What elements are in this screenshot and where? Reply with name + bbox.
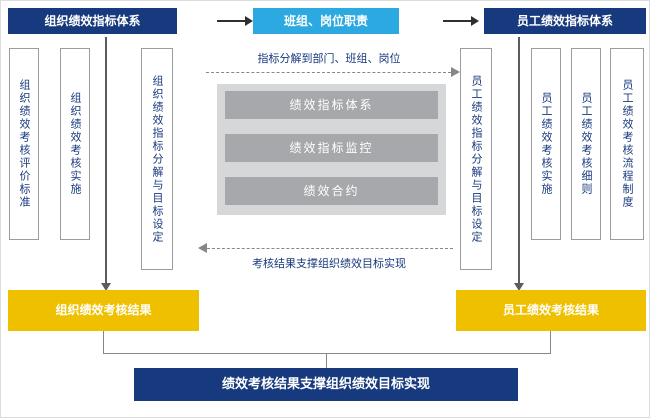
support-arrow-label: 考核结果支撑组织绩效目标实现 (252, 257, 406, 270)
arrow-org-down-line (105, 37, 107, 283)
emp-assessment-impl-box: 员工绩效考核实施 (531, 48, 561, 240)
org-eval-standard-box: 组织绩效考核评价标准 (9, 48, 39, 240)
arrow-emp-down-line (518, 37, 520, 283)
arrow-org-to-team-line (217, 20, 245, 22)
emp-indicator-decompose-box: 员工绩效指标分解与目标设定 (460, 48, 492, 270)
final-goal-box: 绩效考核结果支撑组织绩效目标实现 (134, 368, 518, 401)
kpi-system-bar: 绩效指标体系 (225, 91, 438, 119)
arrow-org-to-team-head-icon (245, 16, 253, 26)
org-assessment-result-box: 组织绩效考核结果 (8, 290, 199, 331)
connector-center-vertical (326, 353, 327, 368)
decompose-arrow-head-icon (451, 67, 460, 77)
emp-assessment-rules-box: 员工绩效考核细则 (571, 48, 601, 240)
decompose-dashed-line (206, 72, 451, 73)
org-assessment-impl-box: 组织绩效考核实施 (60, 48, 90, 240)
support-dashed-line (207, 248, 453, 249)
connector-right-vertical (550, 331, 551, 353)
emp-indicator-system-box: 员工绩效指标体系 (484, 8, 646, 34)
kpi-monitor-bar: 绩效指标监控 (225, 134, 438, 162)
decompose-arrow-label: 指标分解到部门、班组、岗位 (257, 52, 401, 65)
connector-horizontal (103, 353, 551, 354)
arrow-org-down-head-icon (101, 283, 111, 291)
arrow-team-to-emp-line (443, 20, 471, 22)
arrow-team-to-emp-head-icon (471, 16, 479, 26)
support-arrow-head-icon (198, 243, 207, 253)
arrow-emp-down-head-icon (514, 283, 524, 291)
emp-assessment-result-box: 员工绩效考核结果 (456, 290, 646, 331)
org-indicator-decompose-box: 组织绩效指标分解与目标设定 (141, 48, 173, 270)
org-indicator-system-box: 组织绩效指标体系 (8, 8, 177, 34)
team-post-duty-box: 班组、岗位职责 (253, 8, 399, 34)
emp-assessment-process-box: 员工绩效考核流程制度 (610, 48, 644, 240)
performance-contract-bar: 绩效合约 (225, 177, 438, 205)
connector-left-vertical (103, 331, 104, 353)
